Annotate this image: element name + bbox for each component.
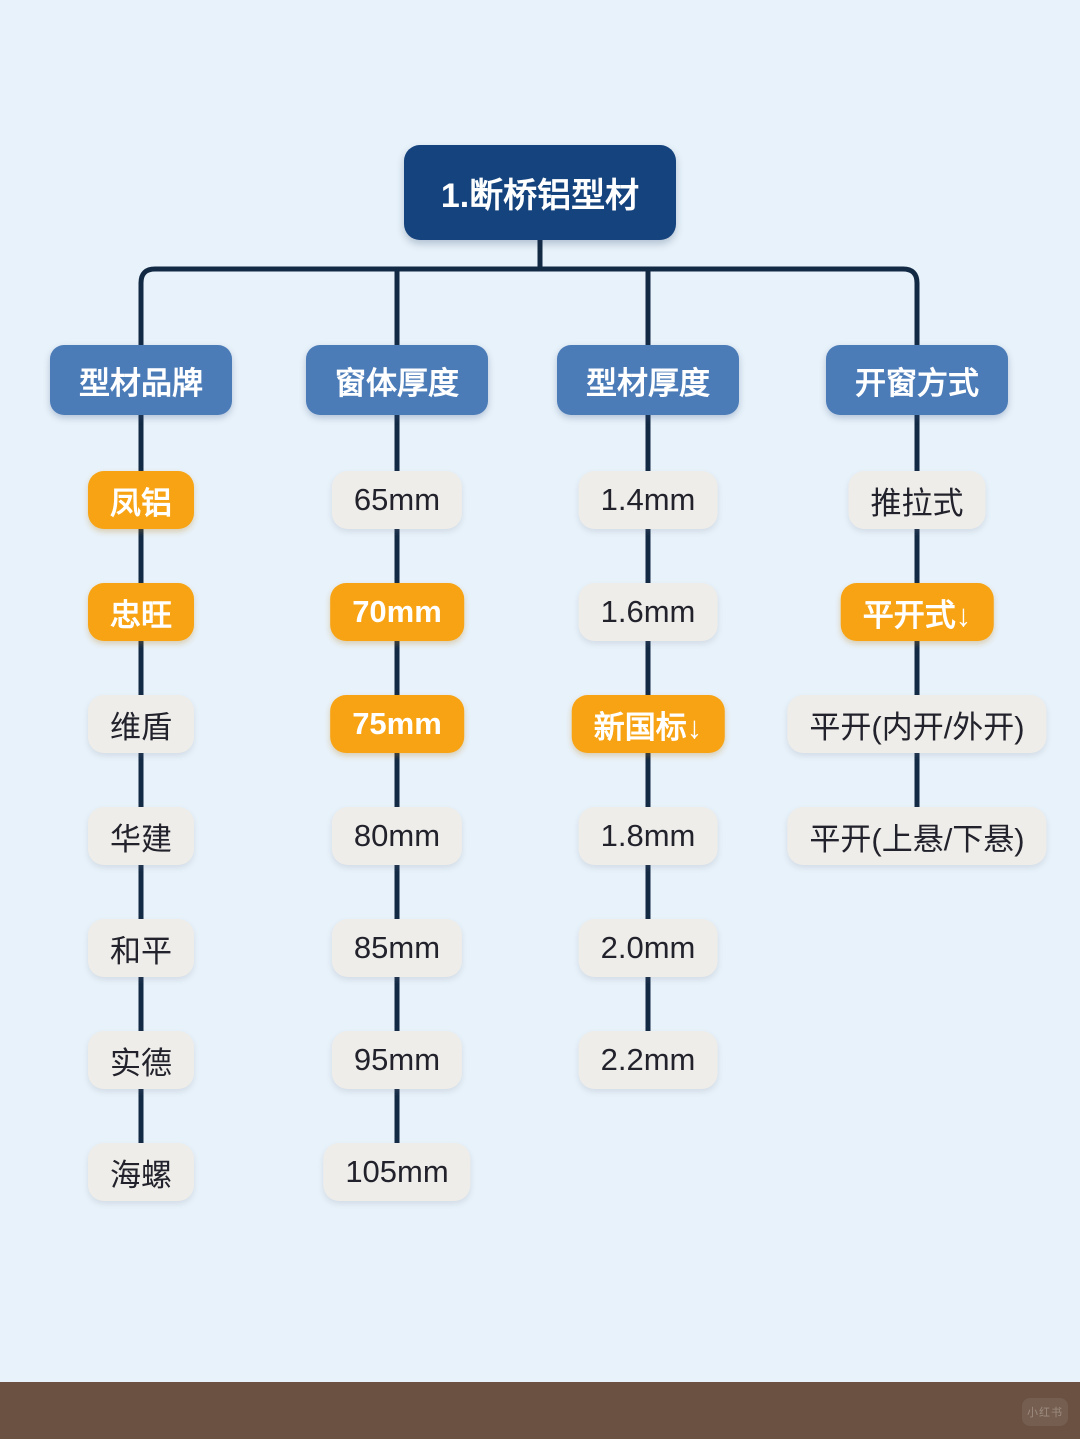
footer-bar: 小红书 [0,1382,1080,1439]
tree-node: 凤铝 [88,471,194,529]
tree-node: 1.6mm [578,583,718,641]
tree-node: 海螺 [88,1143,194,1201]
tree-node: 105mm [323,1143,471,1201]
tree-node: 实德 [88,1031,194,1089]
tree-node: 80mm [331,807,463,865]
root-node: 1.断桥铝型材 [404,145,676,240]
tree-node: 85mm [331,919,463,977]
tree-node: 推拉式 [848,471,986,529]
tree-node: 2.0mm [578,919,718,977]
tree-node: 平开式↓ [840,583,994,641]
tree-node: 忠旺 [88,583,194,641]
branch-header-profile-brand: 型材品牌 [50,345,232,415]
branch-header-opening-method: 开窗方式 [826,345,1008,415]
watermark-badge: 小红书 [1022,1398,1068,1426]
branch-header-profile-thickness: 型材厚度 [557,345,739,415]
tree-node: 1.8mm [578,807,718,865]
branch-rail-line [138,266,920,350]
tree-node: 2.2mm [578,1031,718,1089]
tree-node: 华建 [88,807,194,865]
tree-node: 65mm [331,471,463,529]
tree-node: 平开(内开/外开) [787,695,1047,753]
tree-node: 平开(上悬/下悬) [787,807,1047,865]
tree-node: 和平 [88,919,194,977]
tree-node: 1.4mm [578,471,718,529]
branch-header-window-thickness: 窗体厚度 [306,345,488,415]
tree-node: 95mm [331,1031,463,1089]
tree-node: 70mm [330,583,464,641]
tree-node: 新国标↓ [571,695,725,753]
tree-node: 维盾 [88,695,194,753]
tree-node: 75mm [330,695,464,753]
